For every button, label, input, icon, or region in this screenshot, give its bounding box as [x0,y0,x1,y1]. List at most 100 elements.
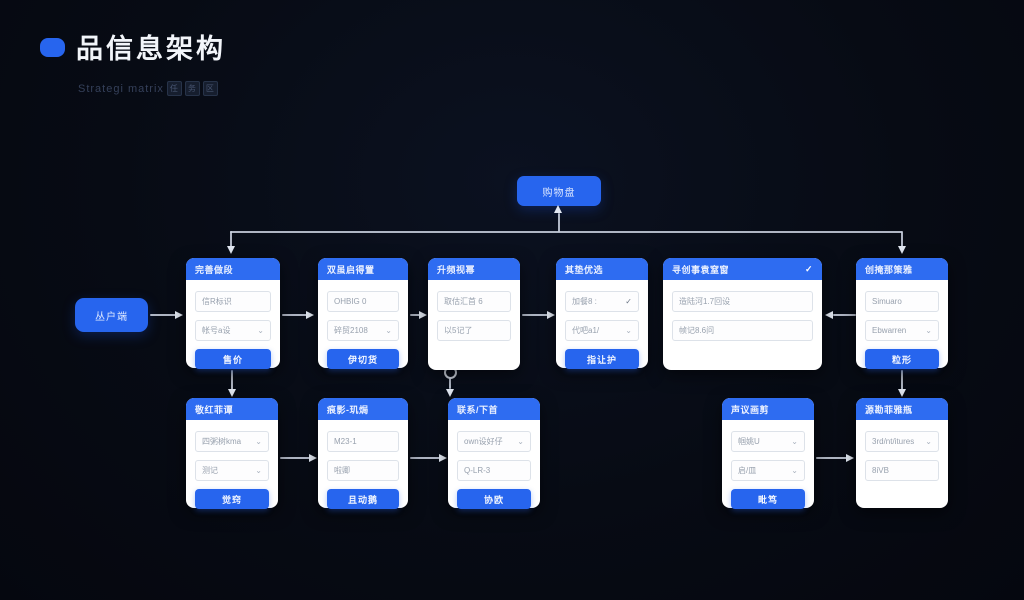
arrow-right-icon [175,311,183,319]
card-button[interactable]: 且动鹅 [327,489,399,509]
select-field[interactable]: 四粥树kma⌄ [195,431,269,452]
chevron-down-icon: ⌄ [625,325,632,335]
card-title: 联系/下首 [457,404,499,415]
input-field[interactable]: 8iVB [865,460,939,481]
arrow-down-icon [898,246,906,254]
select-field[interactable]: 碎贸2108 ⌄ [327,320,399,341]
chevron-down-icon: ⌄ [255,465,262,475]
subtitle-badge: 任 [166,81,182,96]
select-field[interactable]: Ebwarren⌄ [865,320,939,341]
input-field[interactable]: 信R标识 [195,291,271,312]
card-title: 创掩那策雅 [865,264,913,275]
card-header: 双虽启得置 [318,258,408,280]
field-value: 启/皿 [738,466,757,475]
check-icon: ✓ [804,263,813,274]
field-value: 以5记了 [444,326,473,335]
field-value: 取估汇首 6 [444,297,483,306]
connector-c10-c11 [816,457,847,459]
arrow-right-icon [419,311,427,319]
check-icon: ✓ [625,297,632,306]
card-button[interactable]: 指让护 [565,349,639,369]
arrow-right-icon [439,454,447,462]
select-field[interactable]: 加餐8 : ✓ [565,291,639,312]
node-root[interactable]: 购物盘 [517,176,601,206]
card-row2-3: 联系/下首 own设好仔⌄ Q-LR-3 协欧 [448,398,540,509]
page-subtitle: Strategi matrix 任 务 区 [78,81,218,96]
input-field[interactable]: 帧记8.6问 [672,320,813,341]
input-field[interactable]: 取估汇首 6 [437,291,511,312]
card-button[interactable]: 协欧 [457,489,531,509]
card-body: OHBIG 0 碎贸2108 ⌄ 伊切货 [318,280,408,369]
arrow-down-icon [228,389,236,397]
input-field[interactable]: 造陆河1.7回设 [672,291,813,312]
connector-c3-c4 [522,314,548,316]
input-field[interactable]: M23-1 [327,431,399,452]
field-value: OHBIG 0 [334,297,367,306]
card-body: 造陆河1.7回设 帧记8.6问 [663,280,822,341]
card-button[interactable]: 毗笃 [731,489,805,509]
card-button[interactable]: 伊切货 [327,349,399,369]
card-button[interactable]: 售价 [195,349,271,369]
arrow-right-icon [547,311,555,319]
arrow-right-icon [309,454,317,462]
card-body: 帼姚U⌄ 启/皿⌄ 毗笃 [722,420,814,509]
field-value: 啦卿 [334,466,350,475]
arrow-right-icon [846,454,854,462]
select-field[interactable]: 启/皿⌄ [731,460,805,481]
card-button[interactable]: 粒形 [865,349,939,369]
field-value: 碎贸2108 [334,326,368,335]
card-header: 寻创事袁窒窗 ✓ [663,258,822,280]
chevron-down-icon: ⌄ [791,436,798,446]
field-value: 造陆河1.7回设 [679,297,731,306]
connector-bus-right [901,231,903,247]
chevron-down-icon: ⌄ [925,436,932,446]
connector-c3-c9 [449,377,451,389]
card-body: 3rd/nt/itures ⌄ 8iVB [856,420,948,481]
field-value: 加餐8 : [572,297,597,306]
field-value: 测记 [202,466,218,475]
field-value: 3rd/nt/itures [872,437,915,446]
input-field[interactable]: Q-LR-3 [457,460,531,481]
input-field[interactable]: 以5记了 [437,320,511,341]
arrow-down-icon [898,389,906,397]
select-field[interactable]: 代吧a1/⌄ [565,320,639,341]
card-row1-1: 完善做段 信R标识 帐号a设⌄ 售价 [186,258,280,369]
card-header: 其垫优选 [556,258,648,280]
input-field[interactable]: 啦卿 [327,460,399,481]
input-field[interactable]: OHBIG 0 [327,291,399,312]
select-field[interactable]: own设好仔⌄ [457,431,531,452]
field-value: Simuaro [872,297,902,306]
card-title: 寻创事袁窒窗 [672,264,730,275]
card-title: 源勘菲雅瓶 [865,404,913,415]
card-button[interactable]: 觉窍 [195,489,269,509]
connector-c1-c2 [282,314,307,316]
input-field[interactable]: Simuaro [865,291,939,312]
select-field[interactable]: 3rd/nt/itures ⌄ [865,431,939,452]
card-header: 敬红菲谭 [186,398,278,420]
connector-c7-c8 [280,457,310,459]
field-value: 四粥树kma [202,437,242,446]
card-title: 痕影-玑焗 [327,404,369,415]
card-body: Simuaro Ebwarren⌄ 粒形 [856,280,948,369]
arrow-left-icon [825,311,833,319]
card-row1-2: 双虽启得置 OHBIG 0 碎贸2108 ⌄ 伊切货 [318,258,408,369]
chevron-down-icon: ⌄ [385,325,392,335]
title-accent-icon [40,38,65,57]
card-title: 完善做段 [195,264,234,275]
arrow-right-icon [306,311,314,319]
card-body: own设好仔⌄ Q-LR-3 协欧 [448,420,540,509]
select-field[interactable]: 帐号a设⌄ [195,320,271,341]
connector-bus [230,231,902,233]
card-header: 联系/下首 [448,398,540,420]
card-header: 完善做段 [186,258,280,280]
field-value: M23-1 [334,437,357,446]
arrow-up-icon [554,205,562,213]
select-field[interactable]: 测记 ⌄ [195,460,269,481]
field-value: own设好仔 [464,437,503,446]
card-row1-4: 其垫优选 加餐8 : ✓ 代吧a1/⌄ 指让护 [556,258,648,369]
subtitle-badge: 区 [202,81,218,96]
connector-c6-c5 [833,314,856,316]
select-field[interactable]: 帼姚U⌄ [731,431,805,452]
node-entry[interactable]: 丛户端 [75,298,148,332]
